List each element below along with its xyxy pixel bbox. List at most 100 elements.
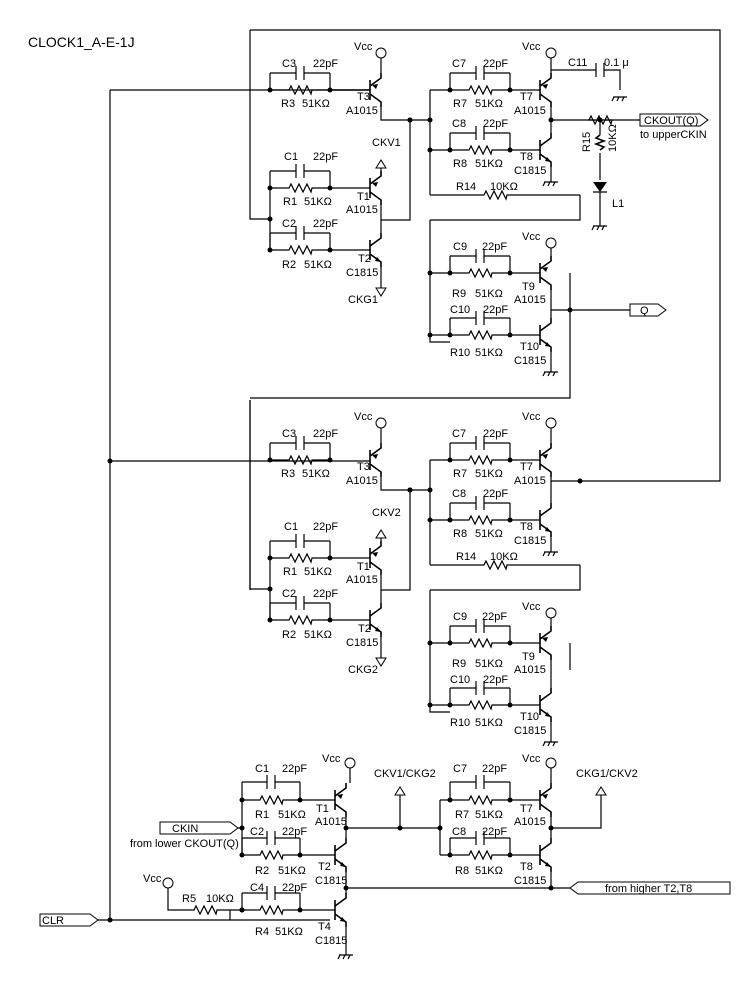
rc-wire xyxy=(449,256,511,273)
transistor-lead xyxy=(334,893,347,907)
resistor xyxy=(270,454,330,466)
c2-label: C2 xyxy=(282,218,296,230)
transistor-lead xyxy=(334,783,347,797)
c7-value: 22pF xyxy=(483,428,508,440)
junction-dot xyxy=(267,586,273,592)
transistor-lead xyxy=(539,783,552,797)
t4-part: C1815 xyxy=(315,935,347,947)
ckout-label: CKOUT(Q) xyxy=(644,115,698,127)
junction-dot xyxy=(407,117,413,123)
b-t1-label: T1 xyxy=(316,803,329,815)
schematic-title: CLOCK1_A-E-1J xyxy=(28,34,135,50)
t8-transistor xyxy=(539,503,552,537)
capacitor xyxy=(242,831,300,845)
r9-value: 51KΩ xyxy=(475,288,503,300)
rc-wire xyxy=(449,443,511,460)
wire xyxy=(510,459,540,521)
transistor-lead xyxy=(539,463,552,477)
capacitor xyxy=(450,775,510,789)
wire xyxy=(510,89,540,151)
t10-transistor xyxy=(539,318,552,352)
ckg1-ckv2-label: CKG1/CKV2 xyxy=(576,768,638,780)
t7-vcc: Vcc xyxy=(522,41,541,53)
c4-value: 22pF xyxy=(282,882,307,894)
junction-dot xyxy=(548,117,554,123)
t1-transistor xyxy=(369,171,382,205)
wires xyxy=(90,29,721,960)
c9-label: C9 xyxy=(453,611,467,623)
resistor xyxy=(270,244,330,256)
junction-dot xyxy=(267,216,273,222)
transistor-lead xyxy=(539,133,552,147)
resistor xyxy=(270,614,330,626)
t3-vcc: Vcc xyxy=(354,411,373,423)
t3-label: T3 xyxy=(357,461,370,473)
wire xyxy=(510,642,540,706)
rc-wire xyxy=(449,838,511,855)
resistor xyxy=(470,559,520,571)
b-r2-label: R2 xyxy=(255,865,269,877)
r10-value: 51KΩ xyxy=(475,347,503,359)
t9-label: T9 xyxy=(522,281,535,293)
vcc-terminal xyxy=(375,47,387,59)
wire xyxy=(610,69,621,90)
t8-part: C1815 xyxy=(514,165,546,177)
junction-dot xyxy=(548,825,554,831)
capacitor xyxy=(450,436,510,450)
b-c1-value: 22pF xyxy=(282,763,307,775)
transistor-lead xyxy=(539,688,552,702)
transistor-lead xyxy=(369,171,382,185)
c2-value: 22pF xyxy=(313,588,338,600)
resistor xyxy=(450,699,510,711)
r5-vcc: Vcc xyxy=(143,873,162,885)
emitter-arrow xyxy=(372,182,378,187)
resistor xyxy=(450,514,510,526)
vcc-terminal xyxy=(375,417,387,429)
transistor-lead xyxy=(539,73,552,87)
t1-net-label: CKV1 xyxy=(372,137,401,149)
rc-wire xyxy=(449,133,511,150)
t9-transistor xyxy=(539,626,552,660)
t2-label: T2 xyxy=(358,623,371,635)
r2-label: R2 xyxy=(282,259,296,271)
q-label: Q xyxy=(640,305,649,317)
rc-wire xyxy=(269,171,331,188)
from-higher-label: from higher T2,T8 xyxy=(605,883,692,895)
t9-part: A1015 xyxy=(514,294,546,306)
b-r7-value: 51KΩ xyxy=(475,809,503,821)
r4-label: R4 xyxy=(255,926,269,938)
resistor xyxy=(270,182,330,194)
capacitor xyxy=(450,831,510,845)
c1-value: 22pF xyxy=(313,151,338,163)
resistor xyxy=(450,637,510,649)
transistor-lead xyxy=(539,276,552,290)
capacitor xyxy=(270,596,330,610)
to-upper-label: to upperCKIN xyxy=(640,129,707,141)
r2-label: R2 xyxy=(282,629,296,641)
port-arrow xyxy=(39,913,99,927)
junction-dot xyxy=(437,825,443,831)
c11-value: 0.1 μ xyxy=(604,57,629,69)
t1-net-label: CKV2 xyxy=(372,507,401,519)
capacitor xyxy=(270,164,330,178)
led-l1 xyxy=(593,182,607,192)
capacitor xyxy=(450,311,510,325)
r3-label: R3 xyxy=(281,98,295,110)
r8-label: R8 xyxy=(453,158,467,170)
r4-value: 51KΩ xyxy=(275,926,303,938)
t3-transistor xyxy=(369,73,382,107)
t1-label: T1 xyxy=(357,561,370,573)
t9-vcc: Vcc xyxy=(522,601,541,613)
t10-part: C1815 xyxy=(514,355,546,367)
b-t7-transistor xyxy=(539,783,552,817)
r9-value: 51KΩ xyxy=(475,658,503,670)
r8-value: 51KΩ xyxy=(475,528,503,540)
rc-wire xyxy=(449,318,511,335)
transistor-lead xyxy=(369,443,382,457)
resistor xyxy=(270,552,330,564)
transistor-lead xyxy=(539,626,552,640)
junction-dot xyxy=(267,87,273,93)
r7-value: 51KΩ xyxy=(475,468,503,480)
r1-value: 51KΩ xyxy=(304,196,332,208)
b-r7-label: R7 xyxy=(455,809,469,821)
